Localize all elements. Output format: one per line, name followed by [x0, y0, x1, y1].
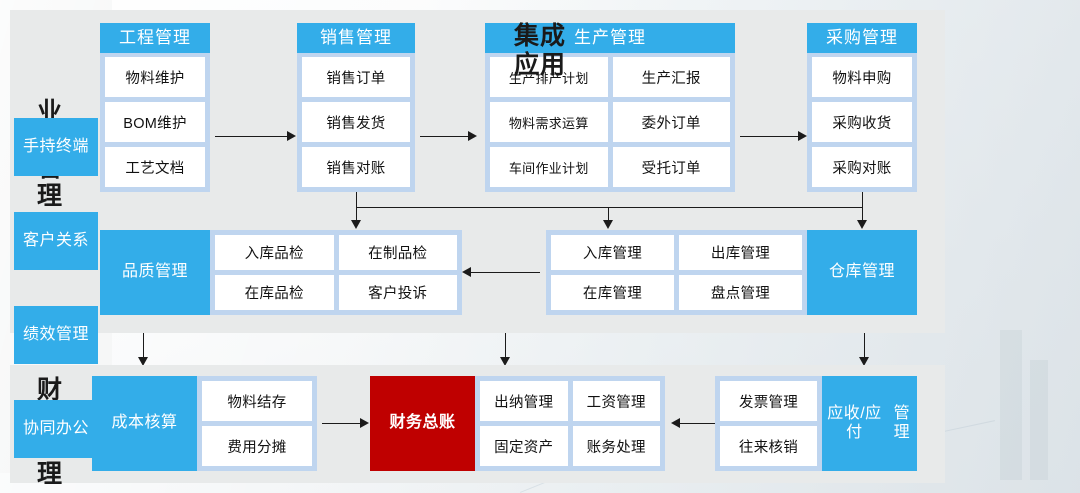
- cell-purchasing-0[interactable]: 物料申购: [812, 57, 912, 97]
- app-chip-performance-management[interactable]: 绩效管理: [14, 306, 98, 364]
- arrow-warehouse-to-receivable: [859, 357, 869, 366]
- module-purchasing[interactable]: 采购管理 物料申购 采购收货 采购对账: [807, 23, 917, 192]
- cell-quality-0[interactable]: 入库品检: [215, 235, 334, 270]
- connector-sales-to-production: [420, 136, 468, 137]
- arrow-engineering-to-sales: [287, 131, 296, 141]
- cell-cost-0[interactable]: 物料结存: [202, 381, 312, 421]
- cell-warehouse-1[interactable]: 出库管理: [679, 235, 802, 270]
- connector-bus-drop-3: [862, 192, 863, 221]
- module-general-ledger-title: 财务总账: [370, 376, 475, 471]
- arrow-center-to-ledger: [500, 357, 510, 366]
- module-engineering[interactable]: 工程管理 物料维护 BOM维护 工艺文档: [100, 23, 210, 192]
- cell-production-1[interactable]: 生产汇报: [612, 57, 730, 97]
- module-sales-title: 销售管理: [297, 23, 415, 53]
- cell-engineering-0[interactable]: 物料维护: [105, 57, 205, 97]
- arrow-warehouse-to-quality: [462, 267, 471, 277]
- cell-receivable-1[interactable]: 往来核销: [720, 426, 817, 466]
- cell-production-5[interactable]: 受托订单: [612, 147, 730, 187]
- cell-purchasing-1[interactable]: 采购收货: [812, 102, 912, 142]
- cell-cost-1[interactable]: 费用分摊: [202, 426, 312, 466]
- app-chip-collaborative-office[interactable]: 协同办公: [14, 400, 98, 458]
- cell-production-0[interactable]: 生产排产计划: [490, 57, 608, 97]
- cell-quality-3[interactable]: 客户投诉: [338, 275, 457, 310]
- cell-quality-1[interactable]: 在制品检: [338, 235, 457, 270]
- connector-bus-drop-2: [608, 207, 609, 221]
- arrow-sales-to-production: [468, 131, 477, 141]
- cell-sales-1[interactable]: 销售发货: [302, 102, 410, 142]
- module-cost-accounting[interactable]: 成本核算 物料结存 费用分摊: [92, 376, 317, 471]
- cell-ledger-1[interactable]: 工资管理: [572, 381, 660, 421]
- module-warehouse-title: 仓库管理: [807, 230, 917, 315]
- arrow-production-to-purchasing: [798, 131, 807, 141]
- module-receivable-payable-title: 应收/应付管理: [822, 376, 917, 471]
- connector-quality-to-cost: [143, 333, 144, 358]
- module-cost-accounting-title: 成本核算: [92, 376, 197, 471]
- connector-receivable-to-ledger: [680, 423, 718, 424]
- cell-engineering-2[interactable]: 工艺文档: [105, 147, 205, 187]
- module-purchasing-title: 采购管理: [807, 23, 917, 53]
- module-quality[interactable]: 品质管理 入库品检 在制品检 在库品检 客户投诉: [100, 230, 462, 315]
- arrow-bus-drop-2: [603, 220, 613, 229]
- arrow-receivable-to-ledger: [671, 418, 680, 428]
- connector-center-to-ledger: [505, 333, 506, 358]
- arrow-quality-to-cost: [138, 357, 148, 366]
- connector-bus-row2: [356, 207, 863, 208]
- connector-warehouse-to-receivable: [864, 333, 865, 358]
- module-warehouse[interactable]: 入库管理 出库管理 在库管理 盘点管理 仓库管理: [546, 230, 917, 315]
- module-general-ledger[interactable]: 财务总账 出纳管理 工资管理 固定资产 账务处理: [370, 376, 665, 471]
- module-production-title: 生产管理: [485, 23, 735, 53]
- cell-receivable-0[interactable]: 发票管理: [720, 381, 817, 421]
- cell-ledger-0[interactable]: 出纳管理: [480, 381, 568, 421]
- connector-bus-drop-1: [356, 207, 357, 221]
- cell-production-3[interactable]: 委外订单: [612, 102, 730, 142]
- cell-ledger-3[interactable]: 账务处理: [572, 426, 660, 466]
- cell-warehouse-0[interactable]: 入库管理: [551, 235, 674, 270]
- cell-production-2[interactable]: 物料需求运算: [490, 102, 608, 142]
- connector-cost-to-ledger: [322, 423, 360, 424]
- background-building-1: [1000, 330, 1022, 480]
- cell-ledger-2[interactable]: 固定资产: [480, 426, 568, 466]
- background-building-2: [1030, 360, 1048, 480]
- app-chip-handheld-terminal[interactable]: 手持终端: [14, 118, 98, 176]
- cell-sales-0[interactable]: 销售订单: [302, 57, 410, 97]
- integrated-apps-title: 集成应用: [513, 22, 566, 79]
- integrated-apps-panel: 集成应用 手持终端 客户关系 绩效管理 协同办公: [0, 0, 565, 473]
- cell-warehouse-2[interactable]: 在库管理: [551, 275, 674, 310]
- connector-production-to-purchasing: [740, 136, 798, 137]
- arrow-cost-to-ledger: [360, 418, 369, 428]
- module-quality-title: 品质管理: [100, 230, 210, 315]
- app-chip-customer-relations[interactable]: 客户关系: [14, 212, 98, 270]
- arrow-bus-drop-1: [351, 220, 361, 229]
- cell-production-4[interactable]: 车间作业计划: [490, 147, 608, 187]
- arrow-bus-drop-3: [857, 220, 867, 229]
- module-receivable-payable[interactable]: 发票管理 往来核销 应收/应付管理: [715, 376, 917, 471]
- cell-purchasing-2[interactable]: 采购对账: [812, 147, 912, 187]
- cell-sales-2[interactable]: 销售对账: [302, 147, 410, 187]
- connector-bus-drop-sales: [356, 192, 357, 207]
- module-sales[interactable]: 销售管理 销售订单 销售发货 销售对账: [297, 23, 415, 192]
- connector-engineering-to-sales: [215, 136, 287, 137]
- connector-warehouse-to-quality: [471, 272, 540, 273]
- module-production[interactable]: 生产管理 生产排产计划 生产汇报 物料需求运算 委外订单 车间作业计划 受托订单: [485, 23, 735, 192]
- cell-engineering-1[interactable]: BOM维护: [105, 102, 205, 142]
- module-engineering-title: 工程管理: [100, 23, 210, 53]
- cell-quality-2[interactable]: 在库品检: [215, 275, 334, 310]
- cell-warehouse-3[interactable]: 盘点管理: [679, 275, 802, 310]
